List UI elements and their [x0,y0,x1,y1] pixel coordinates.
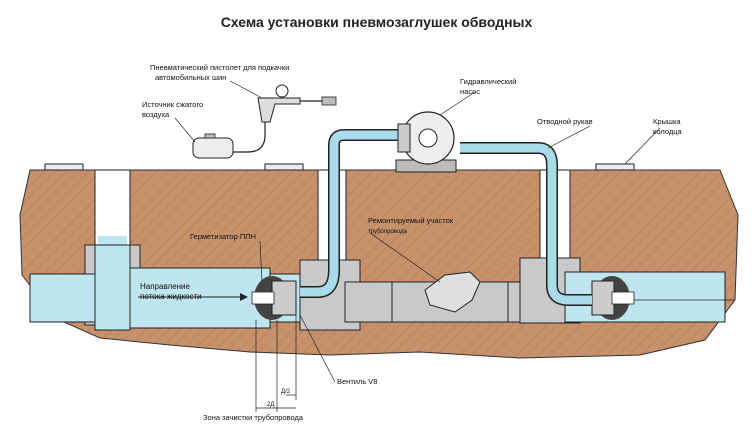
repair-label-1: Ремонтируемый участок [368,216,454,225]
pump-label-2: насос [460,87,480,96]
zone-label: Зона зачистки трубопровода [203,413,304,422]
repair-label-2: трубопровода [368,229,408,235]
two-d-label: 2Д [267,402,274,408]
hose-label: Отводной рукав [537,117,593,126]
pistol-label-1: Пневматический пистолет для подкачки [150,63,289,72]
lid-label-1: Крышка [653,117,681,126]
manhole-covers [44,163,635,171]
lid-label-2: колодца [653,127,683,136]
sealer-label: Герметизатор ППН [190,232,256,241]
d-half-label: Д/2 [281,389,291,395]
hydraulic-pump [395,111,457,173]
air-pistol [233,84,337,153]
source-label-1: Источник сжатого [142,100,203,109]
pump-label-1: Гидравлический [460,77,516,86]
flow-label-2: потока жидкости [140,292,202,301]
source-label-2: воздуха [142,110,170,119]
sealer-plug-right [591,276,635,320]
sealer-plug-left [251,276,297,320]
air-compressor [192,133,234,159]
dimensions [255,315,297,412]
diagram-title: Схема установки пневмозаглушек обводных [220,14,533,30]
flow-label-1: Направление [140,282,191,291]
pistol-label-2: автомобильных шин [155,73,226,82]
leader-lines [174,80,661,383]
repair-pipe [344,271,541,323]
flow-arrow [138,293,248,301]
bypass-hose [300,129,592,306]
valve-label: Вентиль V8 [337,377,377,386]
